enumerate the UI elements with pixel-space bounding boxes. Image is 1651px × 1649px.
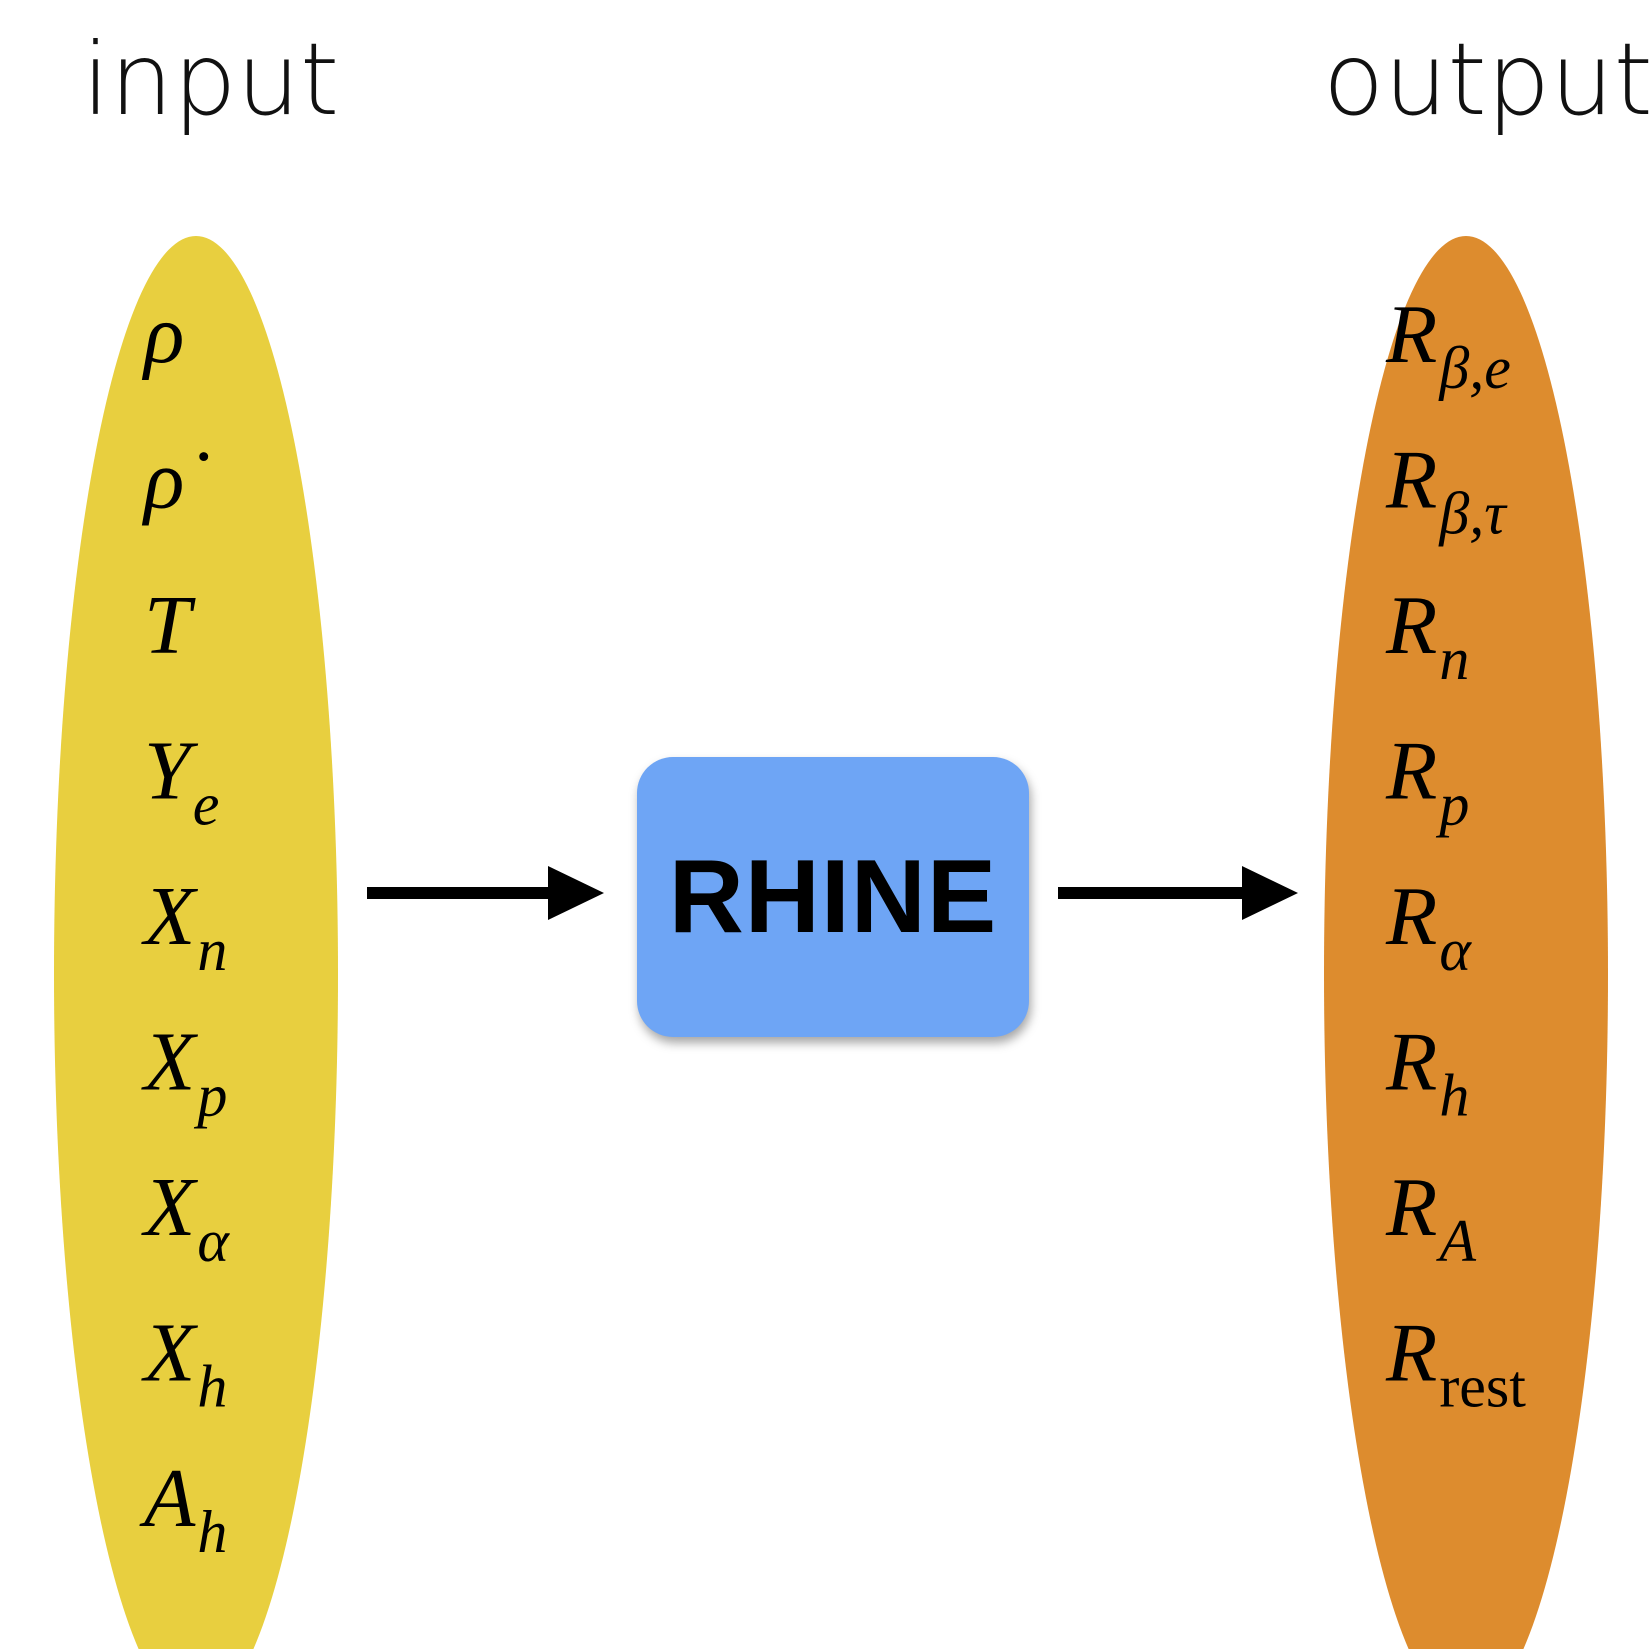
input-variable-symbol: A <box>139 1452 196 1545</box>
output-variable-subscript: rest <box>1439 1354 1526 1420</box>
input-variable: Xα <box>141 1161 230 1274</box>
input-variable-symbol: T <box>144 579 196 672</box>
output-ellipse <box>1324 236 1608 1649</box>
output-variable: Rp <box>1385 725 1469 838</box>
rhine-process-box: RHINE <box>637 757 1029 1037</box>
input-variable: ρ <box>141 288 184 381</box>
output-variable: RA <box>1385 1161 1476 1274</box>
input-variable-symbol: X <box>141 1307 199 1400</box>
rhine-label: RHINE <box>668 838 998 955</box>
output-variable-symbol: R <box>1385 1307 1437 1400</box>
input-variable: Xh <box>141 1307 227 1420</box>
output-variable-subscript: p <box>1435 772 1469 838</box>
output-variable: Rrest <box>1385 1307 1526 1420</box>
output-variable-symbol: R <box>1385 288 1437 381</box>
input-variable: Xp <box>141 1016 227 1129</box>
output-variable: Rα <box>1385 870 1472 983</box>
input-variable-subscript: α <box>197 1208 230 1274</box>
input-variable-symbol: X <box>141 1016 199 1109</box>
output-variable: Rn <box>1385 579 1469 692</box>
output-variable-symbol: R <box>1385 434 1437 527</box>
output-variable-subscript: h <box>1439 1063 1469 1129</box>
output-variable: Rβ,τ <box>1385 434 1508 547</box>
input-variable-subscript: p <box>193 1063 227 1129</box>
output-variable-symbol: R <box>1385 870 1437 963</box>
input-variable-symbol: Y <box>144 725 199 818</box>
output-variable-subscript: β,e <box>1438 335 1511 401</box>
input-ellipse <box>54 236 338 1649</box>
input-variable-subscript: h <box>197 1354 227 1420</box>
output-variable-subscript: A <box>1435 1208 1476 1274</box>
input-variable: T <box>144 579 196 672</box>
output-variable-symbol: R <box>1385 579 1437 672</box>
input-arrow <box>367 866 604 920</box>
input-variable-subscript: n <box>197 917 227 983</box>
input-variable: Xn <box>141 870 227 983</box>
output-variable-subscript: n <box>1439 626 1469 692</box>
input-variable: Ye <box>144 725 219 838</box>
input-arrow-head <box>548 866 604 920</box>
output-variable: Rh <box>1385 1016 1469 1129</box>
input-variable-symbol: ρ <box>141 288 184 381</box>
input-variable-subscript: h <box>197 1499 227 1565</box>
input-variable: Ah <box>139 1452 227 1565</box>
output-heading: output <box>1323 21 1651 138</box>
input-variable-symbol: X <box>141 870 199 963</box>
output-arrow-head <box>1242 866 1298 920</box>
output-variable: Rβ,e <box>1385 288 1511 401</box>
input-heading: input <box>82 21 340 138</box>
output-variable-symbol: R <box>1385 725 1437 818</box>
output-variable-symbol: R <box>1385 1016 1437 1109</box>
output-variable-subscript: β,τ <box>1438 481 1508 547</box>
input-variable-subscript: e <box>193 772 220 838</box>
output-variable-subscript: α <box>1439 917 1472 983</box>
output-variable-symbol: R <box>1385 1161 1437 1254</box>
input-variable-symbol: X <box>141 1161 199 1254</box>
output-arrow <box>1058 866 1298 920</box>
